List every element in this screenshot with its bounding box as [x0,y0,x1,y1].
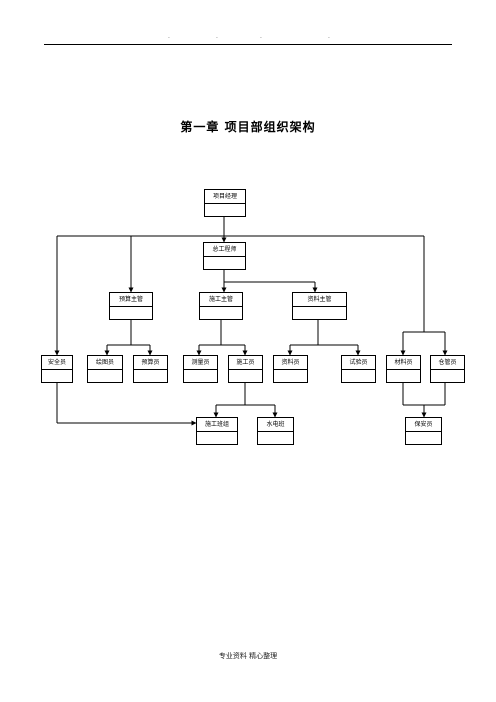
node-label: 材料员 [394,359,413,366]
page-title: 第一章 项目部组织架构 [180,120,316,134]
node-surveyor: 测量员 [183,355,218,383]
node-label: 仓管员 [438,359,457,366]
node-label: 试验员 [349,359,368,366]
node-chief-engineer: 总工程师 [203,242,246,270]
node-safety-officer: 安全员 [41,355,73,383]
node-label: 安全员 [47,359,66,366]
node-drafter: 绘图员 [87,355,123,383]
node-construction-officer: 施工员 [228,355,263,383]
node-label: 水电班 [266,421,285,428]
node-materials-supervisor: 资料主管 [292,292,347,320]
node-label: 保安员 [414,421,433,428]
node-label: 施工主管 [208,296,233,303]
header-rule [44,44,452,45]
node-plumbing-electrical-team: 水电班 [257,417,294,445]
node-label: 资料员 [281,359,300,366]
node-label: 资料主管 [307,296,332,303]
node-label: 施工员 [236,359,255,366]
header-mark: . [216,33,218,40]
node-test-officer: 试验员 [341,355,376,383]
node-warehouse-keeper: 仓管员 [430,355,465,383]
node-material-officer: 材料员 [386,355,421,383]
header-mark: . [328,33,330,40]
node-project-manager: 项目经理 [204,189,246,217]
node-construction-team: 施工班组 [196,417,238,445]
header-marks: . . . . [0,34,496,42]
node-construction-supervisor: 施工主管 [199,292,243,320]
page-footer: 专业资料 精心整理 [218,652,278,660]
node-label: 绘图员 [95,359,114,366]
node-label: 测量员 [191,359,210,366]
node-security-guard: 保安员 [405,417,442,445]
header-mark: . [260,33,262,40]
node-document-officer: 资料员 [273,355,308,383]
node-label: 预算员 [141,359,160,366]
node-label: 项目经理 [212,193,237,200]
node-label: 施工班组 [204,421,229,428]
header-mark: . [168,33,170,40]
node-budget-supervisor: 预算主管 [109,292,153,320]
node-budget-officer: 预算员 [133,355,168,383]
node-label: 预算主管 [118,296,143,303]
node-label: 总工程师 [212,246,237,253]
